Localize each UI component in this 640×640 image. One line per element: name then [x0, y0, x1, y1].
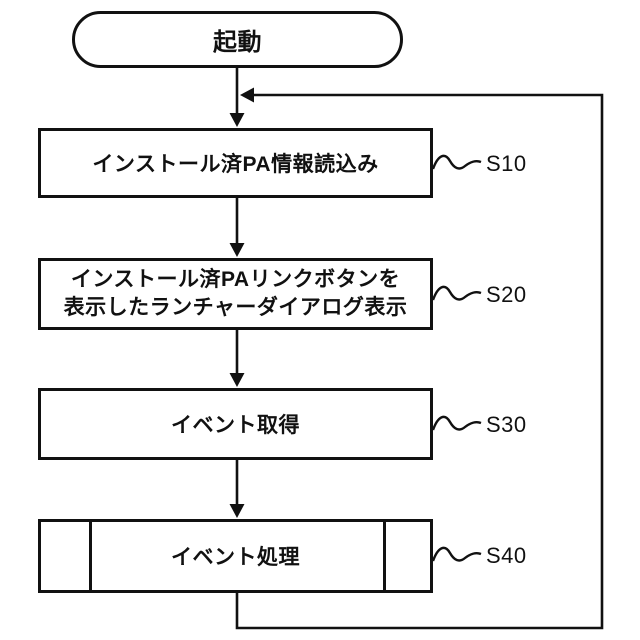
s40-label: イベント処理 [171, 546, 300, 569]
node-s10-process: インストール済PA情報読込み [38, 128, 433, 198]
node-s20-process: インストール済PAリンクボタンを 表示したランチャーダイアログ表示 [38, 258, 433, 330]
arrowhead-into-s20 [229, 243, 245, 257]
arrowhead-feedback-left [240, 87, 254, 103]
feedback-loop-line [235, 93, 604, 630]
step-label-s40: S40 [486, 543, 527, 568]
arrowhead-into-s10 [229, 113, 245, 127]
predefined-process-strut-right [383, 521, 386, 591]
leader-squiggle-s20 [431, 285, 482, 301]
start-label: 起動 [213, 29, 262, 56]
node-s30-process: イベント取得 [38, 388, 433, 460]
leader-squiggle-s40 [431, 546, 482, 562]
s20-label-line2: 表示したランチャーダイアログ表示 [63, 296, 408, 319]
s20-label: インストール済PAリンクボタンを 表示したランチャーダイアログ表示 [64, 266, 408, 321]
s10-label: インストール済PA情報読込み [92, 153, 379, 176]
step-label-s30: S30 [486, 412, 527, 437]
predefined-process-strut-left [89, 521, 92, 591]
node-start-terminator: 起動 [72, 11, 403, 68]
arrowhead-into-s40 [229, 504, 245, 518]
s20-label-line1: インストール済PAリンクボタンを [70, 268, 401, 292]
node-s40-predefined-process: イベント処理 [38, 519, 433, 593]
leader-squiggle-s10 [431, 154, 482, 170]
arrowhead-into-s30 [229, 373, 245, 387]
leader-squiggle-s30 [431, 415, 482, 431]
s30-label: イベント取得 [171, 414, 300, 437]
step-label-s20: S20 [486, 282, 527, 307]
step-label-s10: S10 [486, 151, 527, 176]
